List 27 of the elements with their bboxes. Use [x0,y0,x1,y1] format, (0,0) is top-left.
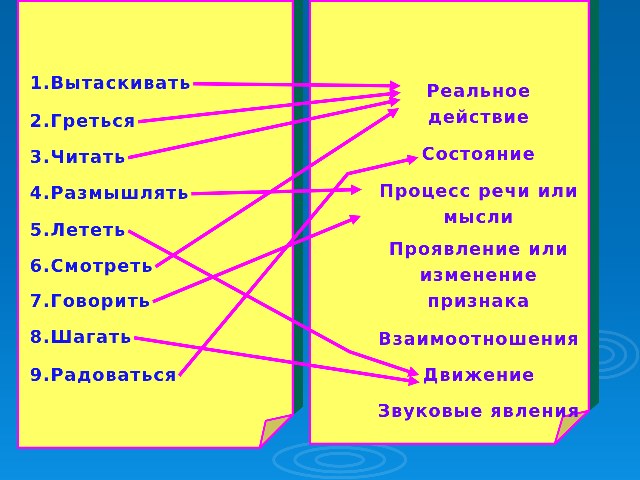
arrow [178,154,419,378]
arrow [194,80,402,92]
verb-text: 1.Вытаскивать [30,73,192,95]
sticky-note-panel [309,0,599,446]
verb-text: 4.Размышлять [30,183,190,205]
verb-text: 9.Радоваться [30,365,178,387]
verb-text: 7.Говорить [30,291,152,313]
verb-text: 3.Читать [30,147,126,169]
arrow [128,96,401,160]
arrow [138,88,402,124]
sticky-note-panel [17,0,303,450]
category-text: Движение [423,363,536,389]
verb-text: 5.Лететь [30,220,126,242]
arrow [128,229,420,378]
verb-text: 2.Греться [30,111,136,133]
category-text: Процесс речи или мысли [365,179,593,231]
category-text: Состояние [422,142,536,168]
category-text: Звуковые явления [378,399,580,425]
arrow [192,184,362,196]
verb-text: 6.Смотреть [30,256,154,278]
category-text: Реальное действие [404,79,554,131]
verb-text: 8.Шагать [30,327,132,349]
arrow [152,215,362,304]
arrow [134,336,420,386]
category-text: Взаимоотношения [378,327,580,353]
category-text: Проявление или изменение признака [379,237,579,315]
arrow [154,108,400,268]
